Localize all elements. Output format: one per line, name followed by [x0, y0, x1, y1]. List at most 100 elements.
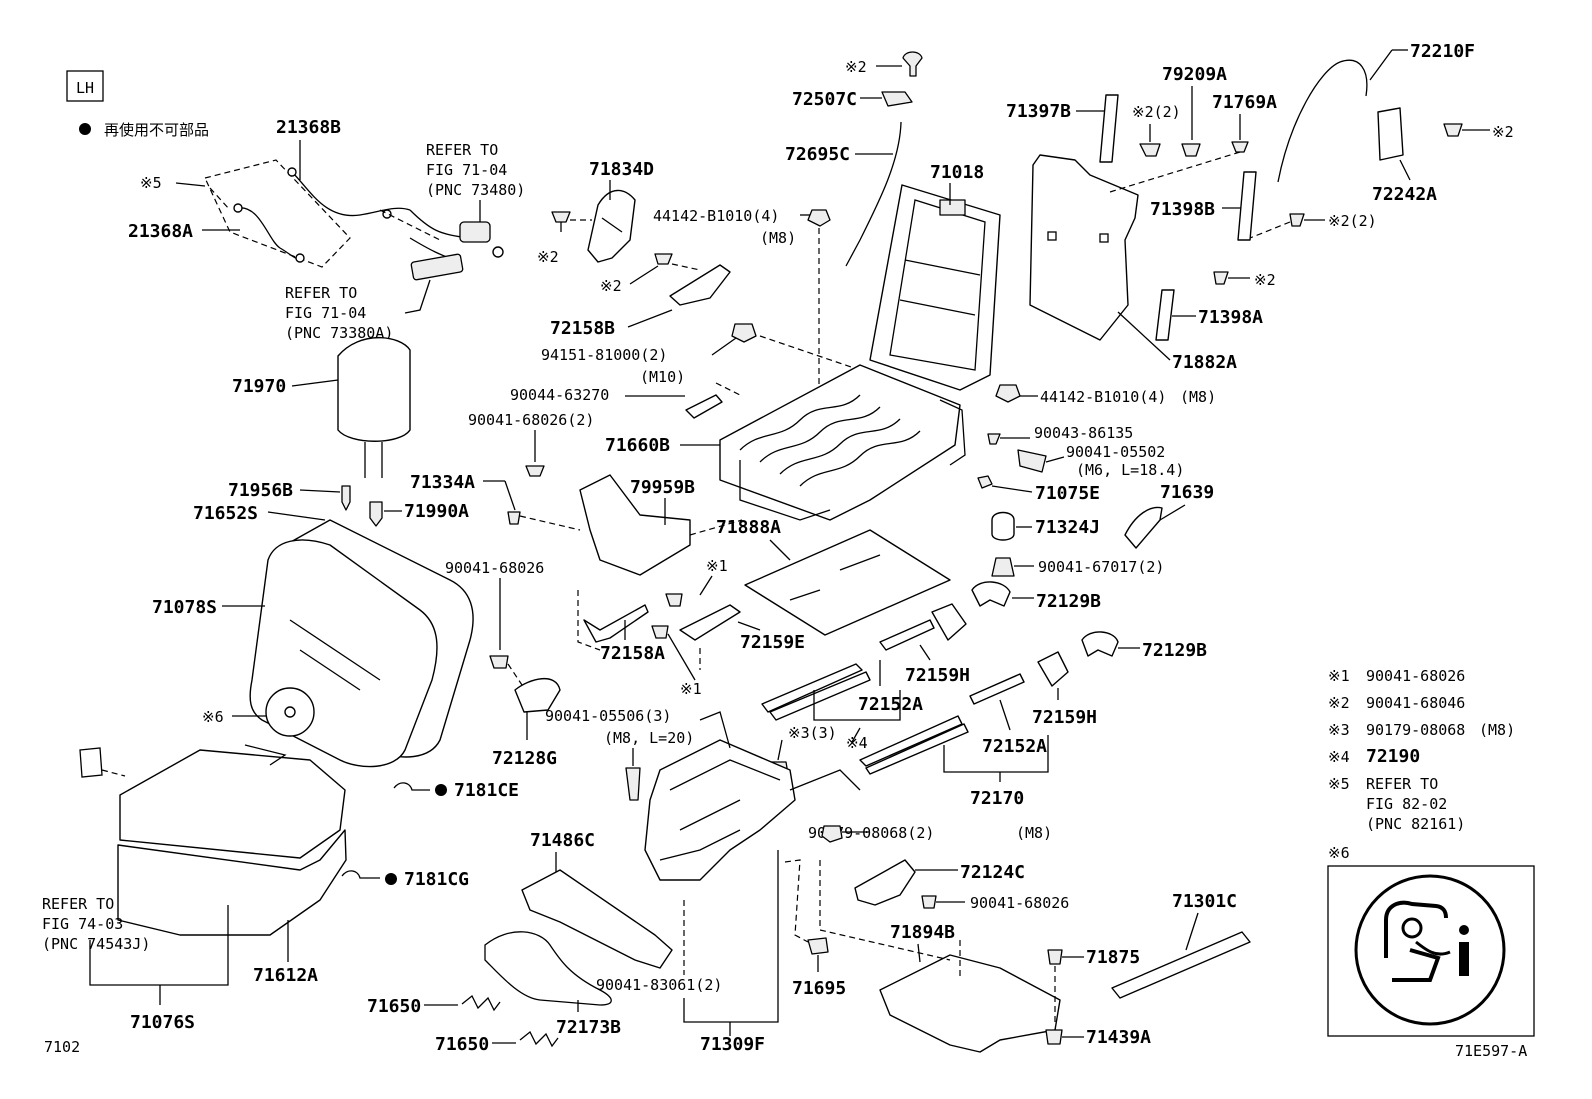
- label-90041-68026-2: 90041-68026(2): [468, 411, 594, 429]
- note-mark-3: ※3: [1328, 721, 1350, 739]
- label-71956B: 71956B: [228, 480, 293, 501]
- label-72159E: 72159E: [740, 632, 805, 653]
- seat-back-cushion: [249, 519, 474, 768]
- notes-list: ※1 90041-68026 ※2 90041-68046 ※3 90179-0…: [1328, 667, 1515, 833]
- hog-ring-1: [393, 782, 430, 791]
- nut-icon: [731, 323, 757, 343]
- label-90041-68026-b: 90041-68026: [970, 894, 1069, 912]
- label-71652S: 71652S: [193, 503, 258, 524]
- label-71990A: 71990A: [404, 501, 469, 522]
- clip-icon: [551, 211, 571, 223]
- label-44142-b: 44142-B1010(4): [1040, 388, 1166, 406]
- label-72159H-b: 72159H: [1032, 707, 1097, 728]
- label-x2-e: ※2(2): [1328, 212, 1377, 230]
- label-79209A: 79209A: [1162, 64, 1227, 85]
- label-44142-a: 44142-B1010(4): [653, 207, 779, 225]
- label-71695: 71695: [792, 978, 846, 999]
- note-text-4: 72190: [1366, 746, 1420, 767]
- label-90041-67017: 90041-67017(2): [1038, 558, 1164, 576]
- label-x5: ※5: [140, 174, 162, 192]
- label-72170: 72170: [970, 788, 1024, 809]
- label-m8-b: (M8): [1180, 388, 1216, 406]
- label-72695C: 72695C: [785, 144, 850, 165]
- clip-icon: [1213, 271, 1229, 285]
- bracket-71398A: [1155, 289, 1175, 341]
- label-71612A: 71612A: [253, 965, 318, 986]
- cover-72129B-a: [971, 581, 1011, 607]
- label-71888A: 71888A: [716, 517, 781, 538]
- label-90044: 90044-63270: [510, 386, 609, 404]
- cover-72158B: [669, 264, 731, 306]
- label-72159H-a: 72159H: [905, 665, 970, 686]
- note-text-1: 90041-68026: [1366, 667, 1465, 685]
- non-reusable-dot-icon: [435, 784, 447, 796]
- label-71650-b: 71650: [435, 1034, 489, 1055]
- clip-icon: [1289, 213, 1305, 227]
- label-79959B: 79959B: [630, 477, 695, 498]
- label-71076S: 71076S: [130, 1012, 195, 1033]
- bolt-icon: [625, 767, 641, 801]
- note-mark-1: ※1: [1328, 667, 1350, 685]
- note-text-6: FIG 82-02: [1366, 795, 1447, 813]
- cover-72159H-a: [931, 603, 967, 641]
- seat-cushion: [117, 744, 347, 936]
- label-90043: 90043-86135: [1034, 424, 1133, 442]
- headrest-support: [341, 485, 351, 511]
- label-72507C: 72507C: [792, 89, 857, 110]
- label-71875: 71875: [1086, 947, 1140, 968]
- label-71650-a: 71650: [367, 996, 421, 1017]
- cable-72695C: [845, 121, 902, 267]
- clip-icon: [651, 625, 669, 639]
- label-72152A-b: 72152A: [982, 736, 1047, 757]
- seat-cushion-frame: [719, 364, 966, 521]
- refer1-l2: FIG 71-04: [426, 161, 507, 179]
- seat-warning-icon: [1354, 874, 1506, 1026]
- bolt-icon: [987, 433, 1001, 445]
- seat-belt-assembly: [204, 159, 504, 314]
- note-text-5: REFER TO: [1366, 775, 1438, 793]
- label-72152A-a: 72152A: [858, 694, 923, 715]
- note-text-2: 90041-68046: [1366, 694, 1465, 712]
- seat-rails: [761, 619, 1025, 775]
- label-x2-d: ※2(2): [1132, 103, 1181, 121]
- seat-back-frame: [869, 184, 1001, 391]
- bolt-icon: [921, 895, 937, 909]
- pin-icon: [977, 475, 993, 489]
- label-71970: 71970: [232, 376, 286, 397]
- cable-72210F: [1277, 59, 1368, 183]
- clip-icon: [665, 593, 683, 607]
- refer3-l3: (PNC 74543J): [42, 935, 150, 953]
- note-sub-3: (M8): [1479, 721, 1515, 739]
- label-21368A: 21368A: [128, 221, 193, 242]
- inset-label: ※6: [1328, 844, 1350, 862]
- headrest-guide: [369, 501, 383, 527]
- label-71769A: 71769A: [1212, 92, 1277, 113]
- clip-icon: [991, 557, 1015, 577]
- label-71324J: 71324J: [1035, 517, 1100, 538]
- label-m6: (M6, L=18.4): [1076, 461, 1184, 479]
- bracket-79959B: [579, 474, 691, 576]
- cover-72129B-b: [1081, 631, 1119, 657]
- label-x1-b: ※1: [680, 680, 702, 698]
- label-x2-b: ※2: [600, 277, 622, 295]
- nut-icon: [995, 384, 1021, 403]
- label-tag: [79, 747, 103, 778]
- label-71301C: 71301C: [1172, 891, 1237, 912]
- spring-71650-b: [519, 1030, 559, 1048]
- label-x6: ※6: [202, 708, 224, 726]
- label-72129B-a: 72129B: [1036, 591, 1101, 612]
- label-72158B: 72158B: [550, 318, 615, 339]
- label-90041-05506: 90041-05506(3): [545, 707, 671, 725]
- label-90041-68026-a: 90041-68026: [445, 559, 544, 577]
- label-71834D: 71834D: [589, 159, 654, 180]
- nut-icon: [1181, 143, 1201, 157]
- note-mark-4: ※4: [1328, 748, 1350, 766]
- label-x3: ※3(3): [788, 724, 837, 742]
- inset-box: [1327, 865, 1535, 1037]
- label-71486C: 71486C: [530, 830, 595, 851]
- label-72129B-b: 72129B: [1142, 640, 1207, 661]
- label-m8-l20: (M8, L=20): [604, 729, 694, 747]
- nut-icon: [807, 209, 831, 227]
- page-code: 7102: [44, 1038, 80, 1056]
